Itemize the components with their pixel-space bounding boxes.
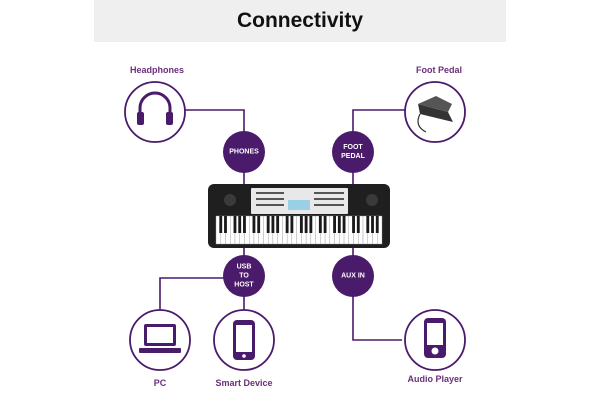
black-key [252,216,256,233]
foot-pedal-port-label: FOOT PEDAL [341,144,365,160]
aux-in-port-circle [332,255,374,297]
audio-player-icon [424,318,446,358]
laptop-icon [139,324,181,353]
phones-port-label: PHONES [229,148,259,156]
keyboard-illustration [208,184,390,248]
black-key [337,216,341,233]
headphones-label: Headphones [130,65,185,75]
headphones-circle [124,81,186,143]
black-key [352,216,355,233]
pc-label: PC [153,378,167,388]
black-key [271,216,275,233]
black-key [290,216,294,233]
black-key [224,216,227,233]
black-key [304,216,308,233]
black-key [238,216,242,233]
black-key [257,216,261,233]
black-key [318,216,322,233]
black-key [366,216,370,233]
title-bar: Connectivity [94,0,506,42]
black-key [243,216,246,233]
black-key [333,216,336,233]
black-key [371,216,374,233]
black-key [309,216,313,233]
black-key [266,216,270,233]
black-key [342,216,346,233]
phones-port-circle [223,131,265,173]
foot-pedal-label: Foot Pedal [416,65,463,75]
black-key [375,216,379,233]
black-key [285,216,289,233]
smartphone-icon [233,320,255,360]
black-key [356,216,360,233]
audio-player-label: Audio Player [407,374,463,384]
page-title: Connectivity [236,9,364,32]
black-key [323,216,327,233]
usb-to-host-port-label: USB TO HOST [234,263,254,289]
foot-pedal-icon [417,96,453,133]
black-key [299,216,303,233]
black-key [219,216,223,233]
black-key [276,216,280,233]
black-key [233,216,237,233]
usb-to-host-port-circle [223,255,265,297]
aux-in-port-label: AUX IN [341,272,365,280]
foot-pedal-port-circle [332,131,374,173]
headphones-icon [137,91,173,125]
smart-device-label: Smart Device [215,378,273,388]
